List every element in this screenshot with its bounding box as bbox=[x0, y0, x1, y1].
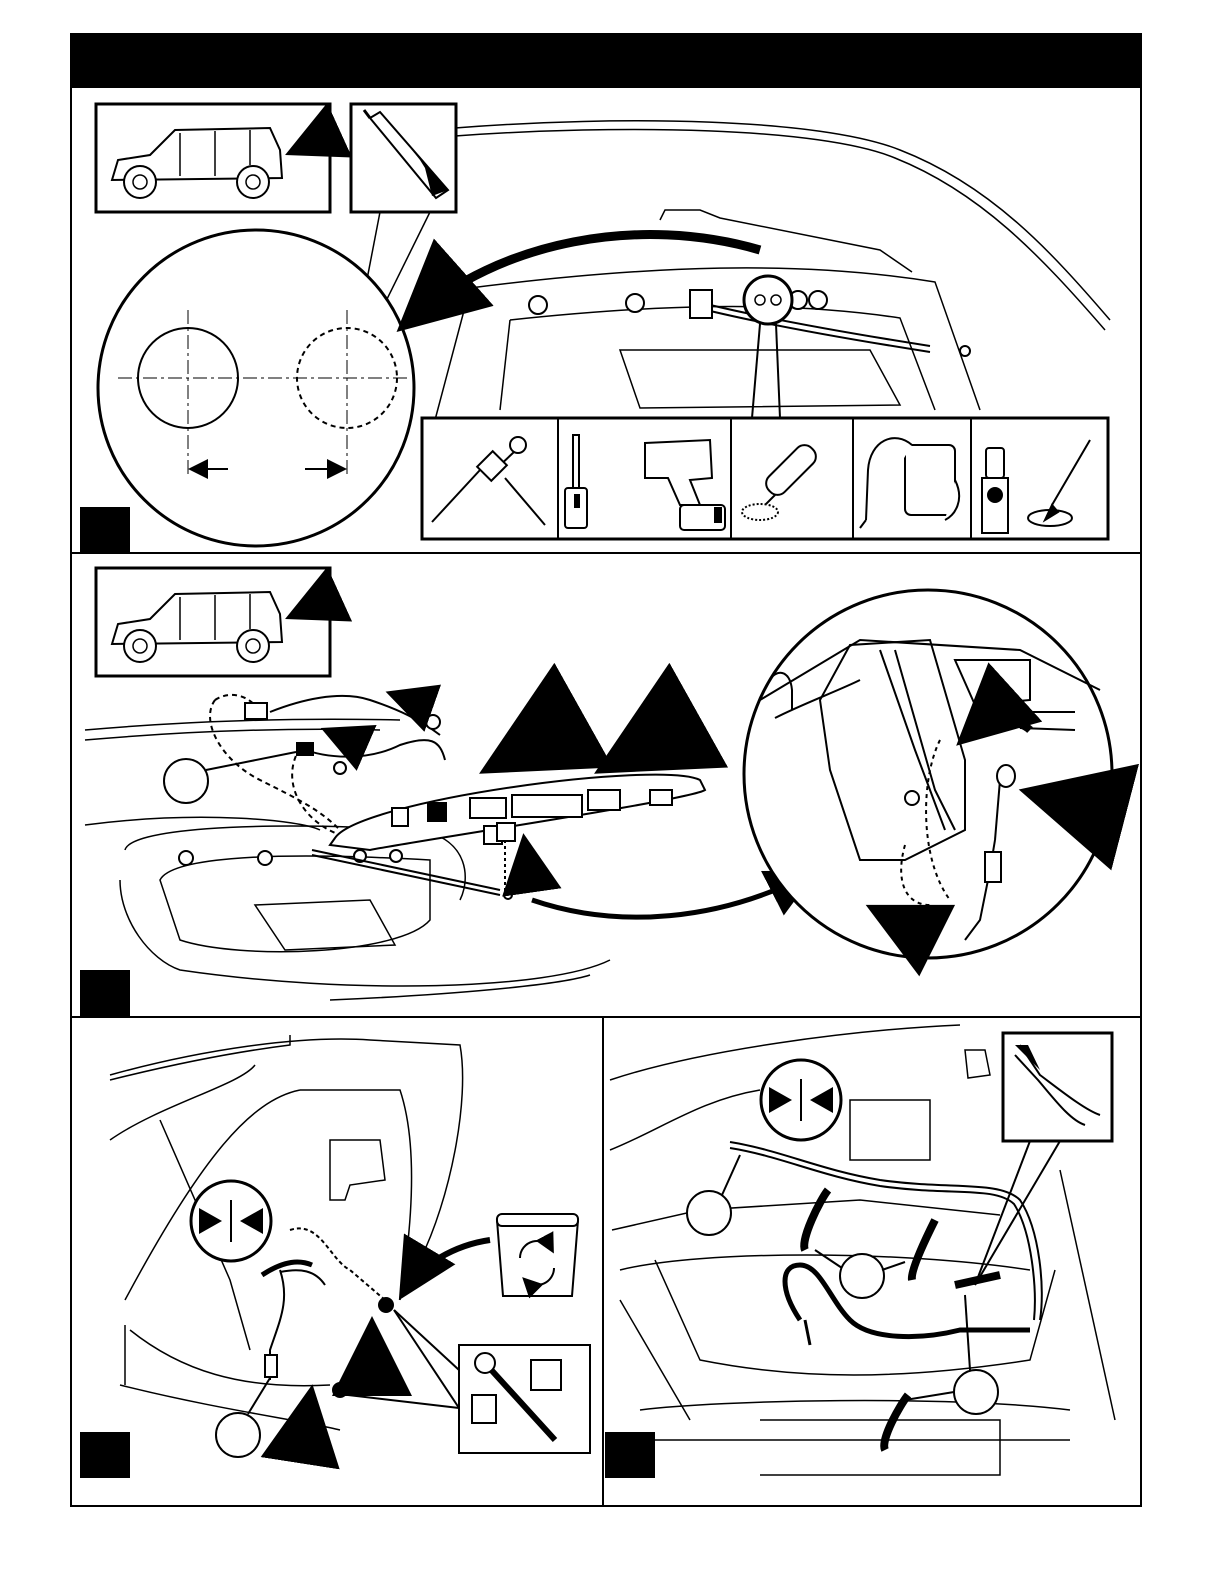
vehicle-side-view-icon bbox=[96, 568, 330, 676]
grommet bbox=[426, 715, 440, 729]
connector-icon bbox=[761, 1060, 841, 1140]
wiring-harness bbox=[210, 695, 500, 895]
liftgate-interior-outline bbox=[110, 1035, 463, 1430]
discard-arrow bbox=[405, 1240, 490, 1290]
latch-detail-circle bbox=[744, 590, 1112, 958]
side-cutter-icon bbox=[975, 1033, 1112, 1285]
cable-tie bbox=[804, 1190, 828, 1250]
step-2-panel bbox=[80, 568, 1112, 1016]
chmsl-housing bbox=[330, 775, 705, 850]
cable-end bbox=[504, 891, 512, 899]
cable-tie bbox=[884, 1395, 908, 1450]
step-1-tab bbox=[80, 507, 130, 553]
cable-ferrule bbox=[985, 852, 1001, 882]
step-4-callout-right bbox=[954, 1370, 998, 1414]
wiring-harness bbox=[730, 1142, 1042, 1345]
step-3-tab bbox=[80, 1432, 130, 1478]
connector bbox=[296, 742, 314, 756]
cable-tie bbox=[912, 1220, 935, 1280]
vehicle-side-view-icon bbox=[96, 104, 330, 212]
connector bbox=[245, 703, 267, 719]
torque-tool-inset bbox=[348, 1310, 590, 1453]
step-4-tab bbox=[605, 1432, 655, 1478]
tools-strip bbox=[422, 418, 1108, 539]
step-3-callout bbox=[216, 1413, 260, 1457]
recycle-bin-icon bbox=[497, 1214, 578, 1296]
nut bbox=[378, 1297, 394, 1313]
nut bbox=[332, 1382, 348, 1398]
liftgate-outline bbox=[85, 719, 610, 1000]
hole-location-detail bbox=[98, 230, 414, 546]
step-3-panel bbox=[80, 1035, 590, 1478]
step-1-panel bbox=[80, 104, 1110, 553]
step-2-callout bbox=[164, 759, 208, 803]
grommet bbox=[334, 762, 346, 774]
step-4-panel bbox=[605, 1025, 1115, 1478]
hole-callout-circle bbox=[744, 276, 792, 418]
wiring-harness bbox=[262, 1228, 385, 1380]
cable bbox=[690, 290, 970, 356]
cable-end bbox=[997, 765, 1015, 787]
liftgate-outline bbox=[435, 121, 1110, 420]
step-2-tab bbox=[80, 970, 130, 1016]
connector-icon bbox=[191, 1181, 271, 1261]
step-4-callout-left bbox=[687, 1191, 731, 1235]
step-4-callout-mid bbox=[840, 1254, 884, 1298]
